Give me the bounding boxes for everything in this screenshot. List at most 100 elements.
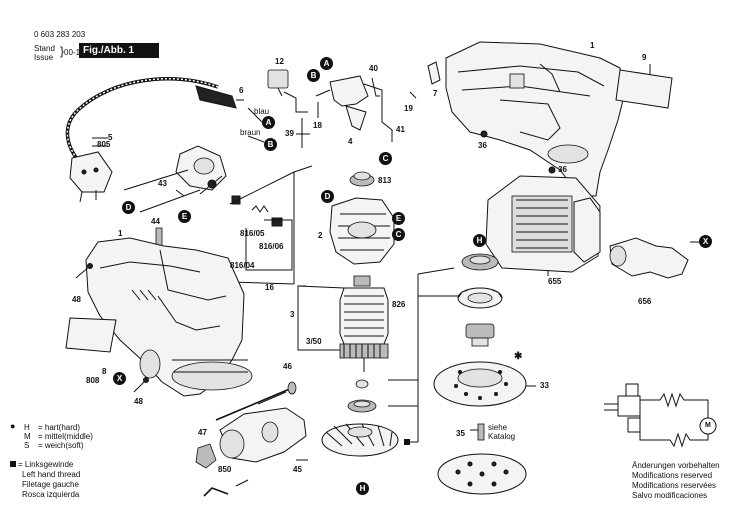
legend-code-m: M [24,432,31,441]
left-thread-line1: = Linksgewinde [18,460,74,469]
dust-box-part-655 [485,175,601,276]
legend-text-h: = hart(hard) [38,423,81,432]
part-label-16: 16 [265,283,274,292]
part-label-40: 40 [369,64,378,73]
part-label-816-05: 816/05 [240,229,265,238]
left-thread-square-icon [10,461,16,467]
modification-line1: Änderungen vorbehalten [632,461,720,470]
catalog-note-line1: siehe [488,423,508,432]
housing-shell-part-1 [445,41,625,197]
part-label-47: 47 [198,428,207,437]
sanding-pad-part-33 [433,361,527,407]
hex-key-part-850 [203,479,249,497]
part-label-19: 19 [404,104,413,113]
eccentric-part [465,323,495,347]
screw-part-35 [477,423,485,441]
legend-code-h: H [24,423,30,432]
part-label-43: 43 [158,179,167,188]
callout-h-bottom: H [356,482,369,495]
part-label-5: 5 [108,133,113,142]
part-label-35: 35 [456,429,465,438]
callout-e-left: E [178,210,191,223]
side-handle-part-45 [219,391,308,463]
figure-label: Fig./Abb. 1 [79,43,159,58]
part-label-39: 39 [285,129,294,138]
callout-c-right: C [392,228,405,241]
part-label-656: 656 [638,297,652,306]
part-label-6: 6 [239,86,244,95]
callout-b-wire: B [264,138,277,151]
switch-part-4 [315,75,393,142]
gear-ring-part-826 [457,287,503,309]
left-thread-line2: Left hand thread [22,470,81,479]
part-label-3: 3 [290,310,295,319]
part-label-7: 7 [433,89,438,98]
part-label-48-b: 48 [134,397,143,406]
part-label-46: 46 [283,362,292,371]
legend-text-m: = mittel(middle) [38,432,93,441]
callout-h-top: H [473,234,486,247]
left-thread-line3: Filetage gauche [22,480,79,489]
part-label-33: 33 [540,381,549,390]
stand-label: Stand [34,44,55,53]
part-label-816-06: 816/06 [259,242,284,251]
part-label-44: 44 [151,217,160,226]
doc-number: 0 603 283 203 [34,30,86,39]
circuit-motor-label: M [705,422,711,429]
callout-b-top: B [307,69,320,82]
part-label-655: 655 [548,277,562,286]
wiring-diagram [604,383,717,448]
legend-text-s: = weich(soft) [38,441,84,450]
part-label-8: 8 [102,367,107,376]
part-label-805: 805 [97,140,111,149]
callout-d-right: D [321,190,334,203]
part-label-813: 813 [378,176,392,185]
part-label-18: 18 [313,121,322,130]
part-label-36-a: 36 [478,141,487,150]
callout-x-left: X [113,372,126,385]
header-brace: } [60,44,65,58]
callout-x-right: X [699,235,712,248]
power-cord [65,77,237,162]
sanding-disc [437,453,527,495]
part-label-4: 4 [348,137,353,146]
handle-rod-part-46 [215,381,297,421]
armature-part-3 [297,275,389,372]
housing-half-part-1 [85,237,253,397]
part-label-9: 9 [642,53,647,62]
callout-c-top: C [379,152,392,165]
part-label-12: 12 [275,57,284,66]
part-label-36-b: 36 [558,165,567,174]
callout-e-right: E [392,212,405,225]
part-label-41: 41 [396,125,405,134]
legend-dot-icon: ● [10,421,16,431]
knob-part-47 [195,443,217,469]
plug-icon [69,151,113,203]
fan-part-826 [321,423,399,457]
part-label-808: 808 [86,376,100,385]
part-label-2: 2 [318,231,323,240]
part-label-816-04: 816/04 [230,261,255,270]
part-label-826: 826 [392,300,406,309]
callout-d-left: D [122,201,135,214]
field-coil-part-2 [329,171,395,265]
part-label-850: 850 [218,465,232,474]
part-label-1-left: 1 [118,229,123,238]
bearing-part-h [461,253,499,271]
modification-line4: Salvo modificaciones [632,491,708,500]
modification-line3: Modifications reservées [632,481,717,490]
callout-a-wire: A [262,116,275,129]
label-plate-part-8 [65,317,117,353]
part-label-1-housing: 1 [590,41,595,50]
legend-code-s: S [24,441,30,450]
wire-label-brown: braun [240,128,261,137]
brush-holder-assembly [123,145,227,213]
catalog-note-line2: Katalog [488,432,516,441]
dust-adapter-part-656 [609,237,700,279]
part-label-45: 45 [293,465,302,474]
part-label-48-a: 48 [72,295,81,304]
left-thread-line4: Rosca izquierda [22,490,80,499]
part-label-3-50: 3/50 [306,337,322,346]
